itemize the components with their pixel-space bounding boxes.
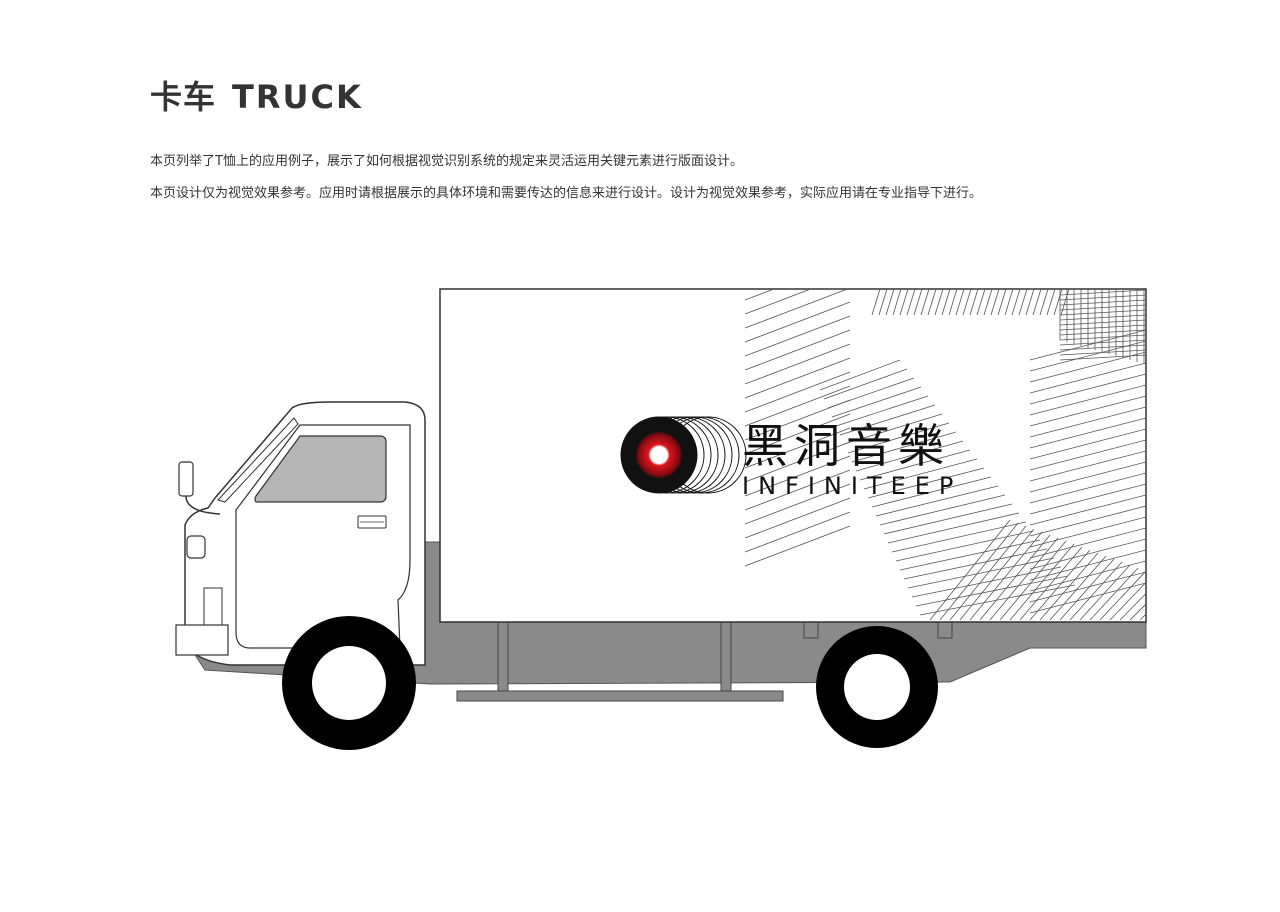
box-line-pattern bbox=[744, 289, 1146, 621]
cargo-box bbox=[439, 288, 1147, 623]
description-line-2: 本页设计仅为视觉效果参考。应用时请根据展示的具体环境和需要传达的信息来进行设计。… bbox=[150, 186, 983, 201]
page-title: 卡车 TRUCK bbox=[150, 72, 363, 118]
cab-window bbox=[254, 435, 387, 503]
page-title-cn: 卡车 bbox=[150, 78, 217, 116]
side-rail-post-right bbox=[720, 621, 732, 693]
page-title-en: TRUCK bbox=[232, 78, 363, 116]
headlight bbox=[186, 535, 206, 559]
brand-name-en: INFINITEEP bbox=[742, 472, 962, 500]
windshield bbox=[217, 417, 299, 503]
front-bumper bbox=[175, 624, 229, 656]
front-panel bbox=[203, 587, 223, 631]
rear-wheel bbox=[816, 626, 938, 748]
side-step-bar bbox=[456, 690, 784, 702]
description-line-1: 本页列举了T恤上的应用例子，展示了如何根据视觉识别系统的规定来灵活运用关键元素进… bbox=[150, 154, 743, 169]
side-rail-post-left bbox=[497, 621, 509, 693]
side-mirror bbox=[178, 461, 194, 497]
box-support-1 bbox=[803, 621, 819, 639]
front-wheel bbox=[282, 616, 416, 750]
brand-name-cn: 黑洞音樂 bbox=[742, 419, 950, 473]
brand-logo: 黑洞音樂 INFINITEEP bbox=[620, 416, 962, 500]
box-support-2 bbox=[937, 621, 953, 639]
